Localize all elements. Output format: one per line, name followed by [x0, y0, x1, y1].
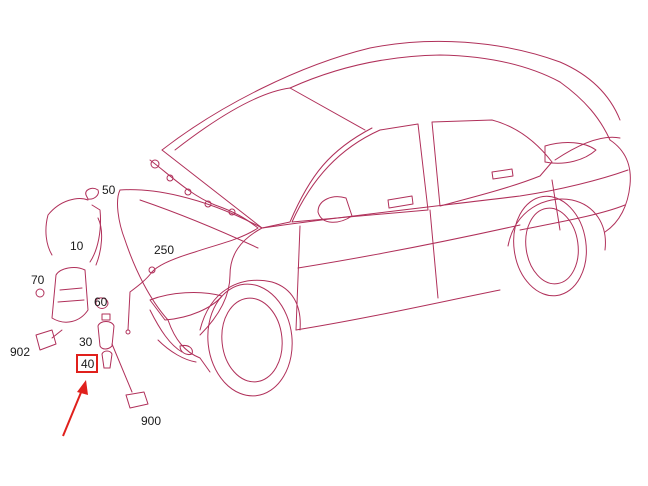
bumper-lower	[157, 339, 197, 363]
wire-900	[111, 343, 133, 393]
tail-light	[544, 142, 597, 164]
wire-902	[51, 329, 63, 339]
hose-drop	[151, 227, 259, 273]
pointer-arrow	[62, 380, 88, 437]
hood-crease	[139, 199, 259, 249]
front-side-window	[291, 123, 429, 223]
hose-250	[127, 271, 153, 331]
grille	[149, 309, 183, 353]
pump-30-cap	[101, 313, 111, 321]
pump-30	[97, 321, 115, 350]
shoulder-line	[261, 169, 629, 229]
washer-system	[35, 159, 259, 409]
side-mirror	[317, 196, 353, 223]
sill-line	[295, 289, 501, 331]
door-handle-rear	[491, 168, 514, 180]
reservoir-outline-10	[45, 198, 89, 256]
front-wheel-arch	[199, 279, 301, 331]
roof-rear	[559, 81, 611, 141]
connector-900	[125, 391, 149, 409]
a-pillar	[289, 54, 561, 89]
front-wheel-outer	[207, 283, 293, 397]
windshield-outer	[161, 127, 373, 229]
label-40: 40	[81, 357, 95, 371]
hood-line	[119, 189, 263, 229]
car-outline	[117, 40, 631, 397]
sensor-40	[101, 350, 113, 369]
label-900: 900	[141, 414, 161, 428]
rear-wheel-outer	[513, 195, 587, 297]
front-wheel-inner	[221, 297, 283, 383]
filler-cap-50	[85, 187, 99, 200]
label-50: 50	[102, 183, 116, 197]
door-rear-edge	[551, 179, 561, 231]
label-60: 60	[94, 295, 108, 309]
rear-side-window	[431, 119, 553, 207]
car-roof-line	[161, 40, 621, 151]
door-front	[295, 225, 301, 331]
hood-front	[117, 189, 169, 321]
reservoir-tank	[51, 267, 89, 323]
label-30: 30	[79, 335, 93, 349]
highlight-box-40	[76, 354, 98, 373]
front-bumper	[167, 319, 211, 373]
door-handle-front	[387, 195, 414, 209]
rear-wheel-inner	[525, 207, 579, 285]
c-pillar	[554, 136, 621, 161]
character-line	[297, 224, 521, 269]
label-70: 70	[31, 273, 45, 287]
reservoir-detail	[57, 287, 85, 303]
cap-70	[35, 288, 45, 298]
label-902: 902	[10, 345, 30, 359]
hood-hose	[149, 159, 259, 229]
rear-wheel-arch	[507, 198, 606, 251]
front-fender	[199, 227, 263, 336]
windshield-inner	[174, 87, 366, 151]
rear-deck	[604, 139, 631, 233]
label-250: 250	[154, 243, 174, 257]
filler-neck	[89, 204, 101, 263]
label-10: 10	[70, 239, 84, 253]
filler-neck-2	[95, 217, 103, 266]
part-labels: 50 10 70 60 30 902 250 900 40	[10, 183, 174, 428]
door-mid	[429, 209, 439, 299]
connector-902	[35, 329, 57, 351]
fog-light	[179, 345, 193, 355]
pump-60	[95, 297, 109, 309]
